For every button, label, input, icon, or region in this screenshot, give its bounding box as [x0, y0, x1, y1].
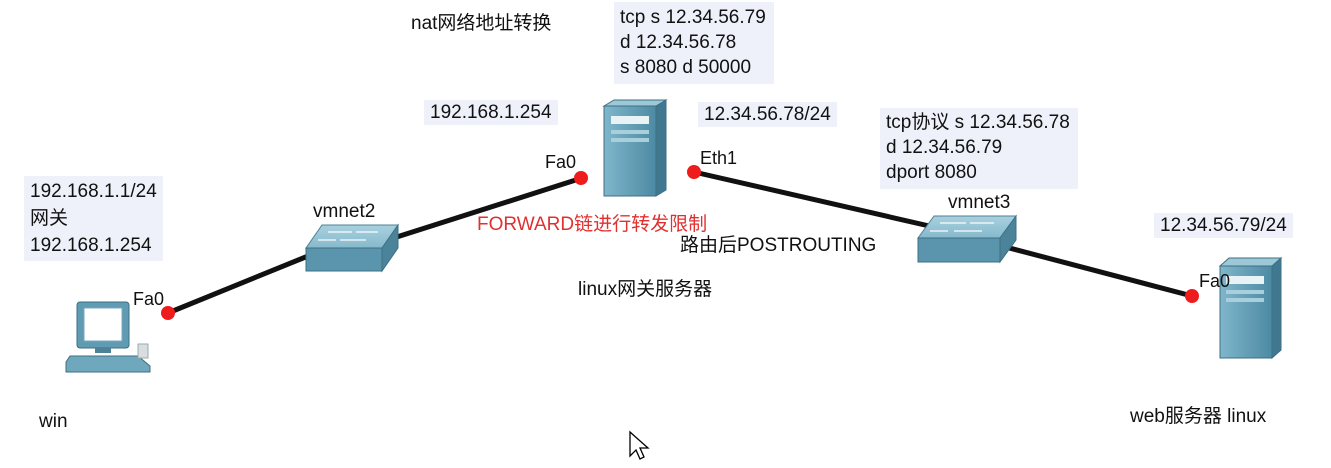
port-label-gw-out: Eth1 — [700, 148, 738, 168]
switch-label-vmnet2: vmnet2 — [313, 201, 376, 222]
win-gateway-ip: 192.168.1.254 — [30, 235, 152, 256]
server-icon-web[interactable] — [1218, 256, 1283, 360]
gateway-outer-ip: 12.34.56.78/24 — [698, 102, 837, 127]
switch-icon-vmnet3[interactable] — [917, 214, 1017, 264]
port-label-web: Fa0 — [1199, 271, 1231, 291]
client-label: win — [39, 411, 68, 432]
switch-label-vmnet3: vmnet3 — [948, 192, 1011, 213]
nat-packet-line-3: s 8080 d 50000 — [620, 57, 752, 78]
port-label-win: Fa0 — [133, 289, 165, 309]
pc-icon[interactable] — [65, 301, 151, 373]
web-server-ip: 12.34.56.79/24 — [1154, 213, 1293, 238]
postrouting-note: 路由后POSTROUTING — [680, 235, 877, 256]
nat-packet-info: tcp s 12.34.56.79 d 12.34.56.78 s 8080 d… — [614, 2, 774, 84]
win-gateway-label: 网关 — [30, 208, 69, 229]
tcp-packet-info: tcp协议 s 12.34.56.78 d 12.34.56.79 dport … — [880, 108, 1078, 189]
port-label-gw-in: Fa0 — [545, 152, 577, 172]
link-gateway-vmnet3 — [693, 169, 939, 231]
nat-title: nat网络地址转换 — [411, 13, 552, 34]
port-dot-gw-out — [687, 165, 701, 179]
link-vmnet3-web — [997, 242, 1193, 299]
port-indicators — [161, 165, 1199, 320]
link-win-vmnet2 — [167, 253, 309, 316]
tcp-packet-line-1: tcp协议 s 12.34.56.78 — [886, 112, 1070, 133]
gateway-server-label: linux网关服务器 — [578, 279, 713, 300]
win-ip: 192.168.1.1/24 — [30, 181, 157, 202]
nat-packet-line-1: tcp s 12.34.56.79 — [620, 7, 766, 28]
tcp-packet-line-3: dport 8080 — [886, 162, 977, 183]
nat-packet-line-2: d 12.34.56.78 — [620, 32, 737, 53]
port-dot-gw-in — [574, 171, 588, 185]
switch-icon-vmnet2[interactable] — [305, 223, 399, 273]
tcp-packet-line-2: d 12.34.56.79 — [886, 137, 1003, 158]
port-dot-web — [1185, 289, 1199, 303]
mouse-cursor-icon — [629, 430, 650, 460]
server-icon-gateway[interactable] — [602, 99, 668, 197]
web-server-label: web服务器 linux — [1130, 406, 1267, 427]
gateway-inner-ip: 192.168.1.254 — [424, 100, 558, 125]
links — [167, 169, 1193, 316]
link-vmnet2-gateway — [377, 175, 583, 246]
port-dot-win — [161, 306, 175, 320]
win-config: 192.168.1.1/24 网关 192.168.1.254 — [24, 176, 163, 261]
forward-chain-note: FORWARD链进行转发限制 — [477, 214, 708, 235]
